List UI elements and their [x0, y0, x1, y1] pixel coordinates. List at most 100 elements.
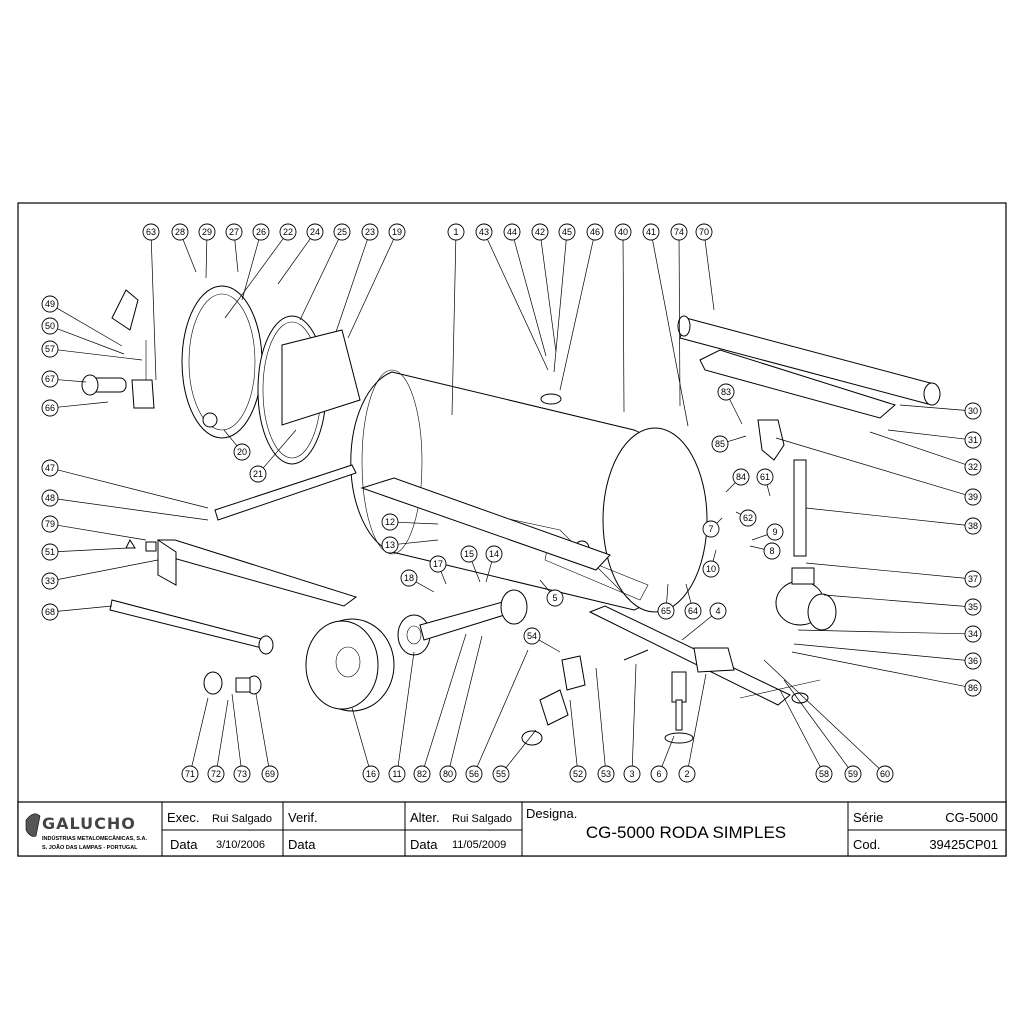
callout-69: 69: [255, 693, 279, 783]
callout-45: 45: [553, 223, 576, 373]
callout-number: 49: [45, 299, 55, 309]
leader-line: [685, 583, 692, 604]
leader-line: [347, 239, 394, 339]
callout-number: 86: [968, 683, 978, 693]
callout-number: 30: [968, 406, 978, 416]
leader-line: [775, 437, 966, 496]
callout-36: 36: [793, 643, 982, 670]
alter-label: Alter.: [410, 810, 440, 825]
callout-balloon: [717, 383, 735, 401]
callout-65: 65: [657, 583, 675, 620]
callout-balloon: [233, 765, 251, 783]
callout-balloon: [964, 679, 982, 697]
callout-balloon: [964, 625, 982, 643]
callout-72: 72: [207, 699, 229, 783]
callout-64: 64: [684, 583, 702, 620]
callout-63: 63: [142, 223, 160, 381]
alter-date: 11/05/2009: [452, 839, 506, 851]
callout-balloon: [702, 520, 720, 538]
callout-balloon: [558, 223, 576, 241]
callout-number: 2: [684, 769, 689, 779]
verif-label: Verif.: [288, 810, 318, 825]
leader-line: [887, 429, 966, 440]
callout-balloon: [381, 536, 399, 554]
leader-line: [631, 663, 637, 767]
callout-balloon: [709, 602, 727, 620]
callout-balloon: [732, 468, 750, 486]
callout-number: 31: [968, 435, 978, 445]
callout-balloon: [388, 765, 406, 783]
leader-line: [553, 239, 567, 373]
callout-balloon: [447, 223, 465, 241]
company-name: GALUCHO: [42, 814, 136, 833]
callout-56: 56: [465, 649, 529, 783]
callout-number: 36: [968, 656, 978, 666]
callout-balloon: [684, 602, 702, 620]
callout-number: 21: [253, 469, 263, 479]
callout-49: 49: [41, 295, 123, 347]
callout-number: 1: [453, 227, 458, 237]
callout-balloon: [233, 443, 251, 461]
callout-balloon: [650, 765, 668, 783]
callout-balloon: [964, 652, 982, 670]
leader-line: [451, 239, 457, 416]
leader-line: [727, 435, 747, 442]
callout-balloon: [465, 765, 483, 783]
callout-18: 18: [400, 569, 435, 593]
callout-82: 82: [413, 633, 467, 783]
leader-line: [57, 401, 109, 408]
callout-24: 24: [277, 223, 324, 285]
callout-number: 37: [968, 574, 978, 584]
callout-61: 61: [756, 468, 774, 497]
callout-44: 44: [503, 223, 547, 357]
leader-line: [539, 579, 551, 593]
callout-47: 47: [41, 459, 209, 509]
callout-balloon: [429, 555, 447, 573]
callout-number: 62: [743, 513, 753, 523]
leader-line: [277, 238, 311, 285]
leader-line: [57, 328, 125, 355]
manhole-cover: [181, 285, 263, 439]
callout-84: 84: [725, 468, 750, 493]
tank-body: [350, 369, 708, 613]
callout-balloon: [670, 223, 688, 241]
serie-label: Série: [853, 810, 883, 825]
callout-number: 26: [256, 227, 266, 237]
callout-57: 57: [41, 340, 143, 361]
callout-number: 40: [618, 227, 628, 237]
callout-14: 14: [485, 545, 503, 583]
callout-27: 27: [225, 223, 243, 273]
callout-7: 7: [702, 517, 723, 538]
callout-number: 12: [385, 517, 395, 527]
callout-number: 38: [968, 521, 978, 531]
leader-line: [805, 562, 966, 579]
leader-line: [749, 545, 765, 550]
callout-number: 54: [527, 631, 537, 641]
callout-number: 65: [661, 606, 671, 616]
callout-number: 60: [880, 769, 890, 779]
callout-balloon: [815, 765, 833, 783]
callout-balloon: [261, 765, 279, 783]
callout-balloon: [569, 765, 587, 783]
callout-balloon: [306, 223, 324, 241]
callout-balloon: [586, 223, 604, 241]
pump: [775, 567, 837, 631]
callout-number: 4: [715, 606, 720, 616]
alter-value: Rui Salgado: [452, 813, 512, 825]
callout-balloon: [361, 223, 379, 241]
callout-number: 23: [365, 227, 375, 237]
leader-line: [351, 707, 370, 767]
callout-balloon: [225, 223, 243, 241]
callout-balloon: [756, 468, 774, 486]
callout-39: 39: [775, 437, 982, 506]
callout-balloon: [964, 488, 982, 506]
leader-line: [678, 239, 681, 407]
callout-67: 67: [41, 370, 87, 388]
callout-number: 9: [772, 527, 777, 537]
callout-60: 60: [763, 659, 894, 783]
callout-30: 30: [899, 402, 982, 420]
callout-balloon: [492, 765, 510, 783]
callout-number: 63: [146, 227, 156, 237]
leader-line: [415, 581, 435, 593]
